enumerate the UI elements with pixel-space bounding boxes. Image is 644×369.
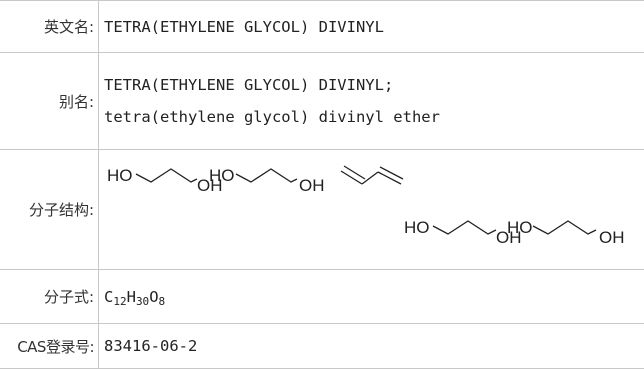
structure-cell: HO OH HO OH HO OH HO OH — [99, 150, 644, 270]
atom-ho-2: HO — [209, 166, 235, 185]
bond-chain-1 — [136, 169, 197, 182]
formula-c: C — [104, 288, 113, 306]
english-name-text: TETRA(ETHYLENE GLYCOL) DIVINYL — [104, 11, 644, 43]
atom-oh-2: OH — [299, 176, 325, 195]
bond-chain-2 — [236, 169, 297, 182]
bond-chain-3 — [433, 221, 496, 234]
formula-h-count: 30 — [136, 295, 149, 308]
english-name-label: 英文名: — [0, 1, 99, 53]
atom-ho-3: HO — [404, 218, 430, 237]
row-english-name: 英文名: TETRA(ETHYLENE GLYCOL) DIVINYL — [0, 1, 644, 53]
formula-o: O — [149, 288, 158, 306]
cas-value: 83416-06-2 — [99, 324, 644, 369]
formula-text: C12H30O8 — [104, 281, 644, 313]
row-synonyms: 别名: TETRA(ETHYLENE GLYCOL) DIVINYL; tetr… — [0, 53, 644, 150]
synonym-1: TETRA(ETHYLENE GLYCOL) DIVINYL; — [104, 69, 644, 101]
synonyms-label: 别名: — [0, 53, 99, 150]
structure-label: 分子结构: — [0, 150, 99, 270]
formula-label: 分子式: — [0, 270, 99, 324]
butadiene-skeleton — [341, 166, 403, 184]
row-structure: 分子结构: — [0, 150, 644, 270]
atom-oh-4: OH — [599, 228, 625, 247]
synonyms-value: TETRA(ETHYLENE GLYCOL) DIVINYL; tetra(et… — [99, 53, 644, 150]
cas-label: CAS登录号: — [0, 324, 99, 369]
formula-h: H — [127, 288, 136, 306]
bond-chain-4 — [533, 221, 596, 234]
formula-o-count: 8 — [159, 295, 166, 308]
english-name-value: TETRA(ETHYLENE GLYCOL) DIVINYL — [99, 1, 644, 53]
atom-ho-1: HO — [107, 166, 133, 185]
structure-diagram: HO OH HO OH HO OH HO OH — [99, 150, 639, 267]
cas-number: 83416-06-2 — [104, 330, 644, 362]
synonym-2: tetra(ethylene glycol) divinyl ether — [104, 101, 644, 133]
formula-c-count: 12 — [113, 295, 126, 308]
formula-value: C12H30O8 — [99, 270, 644, 324]
atom-ho-4: HO — [507, 218, 533, 237]
row-formula: 分子式: C12H30O8 — [0, 270, 644, 324]
row-cas: CAS登录号: 83416-06-2 — [0, 324, 644, 369]
